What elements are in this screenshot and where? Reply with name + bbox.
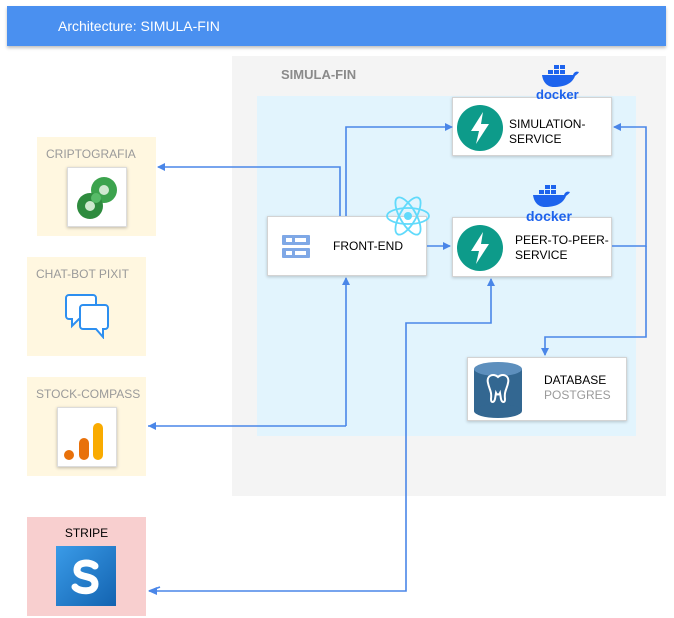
chat-bubbles-icon	[65, 294, 109, 339]
docker-badge-p2p: docker	[525, 184, 577, 226]
page-title: Architecture: SIMULA-FIN	[7, 6, 666, 46]
postgres-icon	[474, 362, 522, 418]
edge-stripe-arrowhead	[148, 587, 157, 595]
docker-icon	[533, 185, 570, 207]
stock-compass-node[interactable]: STOCK-COMPASS	[27, 377, 146, 476]
docker-badge-simulation: docker	[534, 64, 584, 104]
stripe-node[interactable]: STRIPE	[27, 517, 146, 616]
lightning-icon	[457, 105, 503, 151]
docker-icon	[542, 65, 579, 87]
simulation-service-node[interactable]: SIMULATION- SERVICE	[452, 97, 612, 156]
edge-frontend-simulation	[345, 123, 453, 216]
lightning-icon	[457, 225, 503, 271]
analytics-bars-svg	[64, 423, 103, 460]
frontend-node[interactable]: FRONT-END	[267, 216, 427, 276]
server-icon	[282, 235, 310, 258]
edge-frontend-criptografia	[157, 163, 341, 216]
p2p-service-node[interactable]: PEER-TO-PEER- SERVICE	[452, 217, 612, 277]
docker-wordmark: docker	[526, 208, 572, 224]
edge-p2p-simulation	[612, 123, 647, 247]
cryptography-logo-svg	[77, 177, 117, 219]
database-node[interactable]: DATABASE POSTGRES	[467, 357, 627, 421]
criptografia-node[interactable]: CRIPTOGRAFIA	[37, 137, 156, 236]
chatbot-pixit-node[interactable]: CHAT-BOT PIXIT	[27, 257, 146, 356]
stripe-logo-icon	[56, 546, 116, 606]
analytics-bars-icon	[57, 407, 117, 467]
frontend-label: FRONT-END	[333, 239, 403, 253]
criptografia-label: CRIPTOGRAFIA	[46, 147, 136, 161]
stock-compass-label: STOCK-COMPASS	[36, 387, 141, 401]
docker-wordmark: docker	[536, 87, 579, 102]
stripe-label: STRIPE	[64, 526, 109, 540]
database-subtitle: POSTGRES	[544, 388, 611, 402]
p2p-service-label: PEER-TO-PEER- SERVICE	[515, 233, 609, 262]
database-label: DATABASE	[544, 373, 607, 387]
react-icon	[386, 196, 430, 236]
simulation-service-label: SIMULATION- SERVICE	[509, 117, 586, 146]
group-title: SIMULA-FIN	[281, 67, 357, 82]
edge-stripe-p2p	[149, 278, 495, 592]
cryptography-logo-icon	[67, 167, 127, 227]
edge-stock-compass-arrowhead	[148, 422, 156, 430]
edge-p2p-database	[541, 246, 647, 356]
chatbot-label: CHAT-BOT PIXIT	[36, 267, 129, 281]
